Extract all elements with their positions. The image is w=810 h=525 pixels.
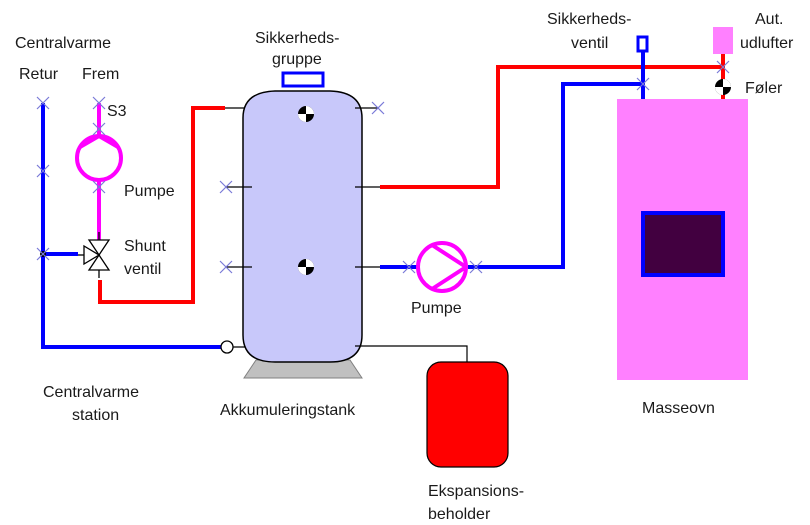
label-safety-group-2: gruppe (272, 51, 322, 68)
label-s3: S3 (107, 103, 127, 120)
label-left-pump: Pumpe (124, 183, 175, 200)
stove-sensor-icon (715, 79, 731, 95)
safety-group-icon (281, 71, 325, 88)
label-station-2: station (72, 407, 119, 424)
expansion-pipe (380, 345, 468, 362)
label-shunt-2: ventil (124, 261, 161, 278)
label-tank: Akkumuleringstank (220, 402, 356, 419)
label-safety-valve-1: Sikkerheds- (547, 11, 631, 28)
label-safety-valve-2: ventil (571, 35, 608, 52)
label-frem: Frem (82, 66, 119, 83)
label-expansion-2: beholder (428, 506, 491, 523)
label-expansion-1: Ekspansions- (428, 483, 524, 500)
tank-sensor-middle-icon (298, 259, 314, 275)
shunt-valve-icon (78, 232, 111, 278)
shunt-supply-pipe (98, 106, 225, 304)
return-connection-circle (220, 340, 234, 354)
left-pump-icon (75, 133, 123, 182)
auto-vent-icon (713, 27, 733, 54)
label-safety-group-1: Sikkerheds- (255, 30, 339, 47)
safety-valve-icon (636, 35, 649, 53)
stove-supply-pipe (380, 65, 725, 189)
tank-connector-stubs (226, 107, 380, 347)
expansion-vessel (426, 361, 509, 468)
label-stove: Masseovn (642, 400, 715, 417)
pump-to-stove-return-pipe (468, 82, 645, 269)
accumulation-tank (242, 90, 363, 363)
central-heating-return-pipe (41, 103, 222, 349)
label-right-pump: Pumpe (411, 300, 462, 317)
connection-markers (36, 60, 730, 274)
stove-window (641, 211, 725, 277)
label-vent-2: udlufter (740, 35, 794, 52)
label-shunt-1: Shunt (124, 238, 166, 255)
tank-sensor-top-icon (298, 106, 314, 122)
right-pump-icon (416, 241, 470, 293)
label-sensor: Føler (745, 80, 783, 97)
label-vent-1: Aut. (755, 11, 783, 28)
label-centralvarme: Centralvarme (15, 35, 111, 52)
label-station-1: Centralvarme (43, 384, 139, 401)
label-retur: Retur (19, 66, 59, 83)
